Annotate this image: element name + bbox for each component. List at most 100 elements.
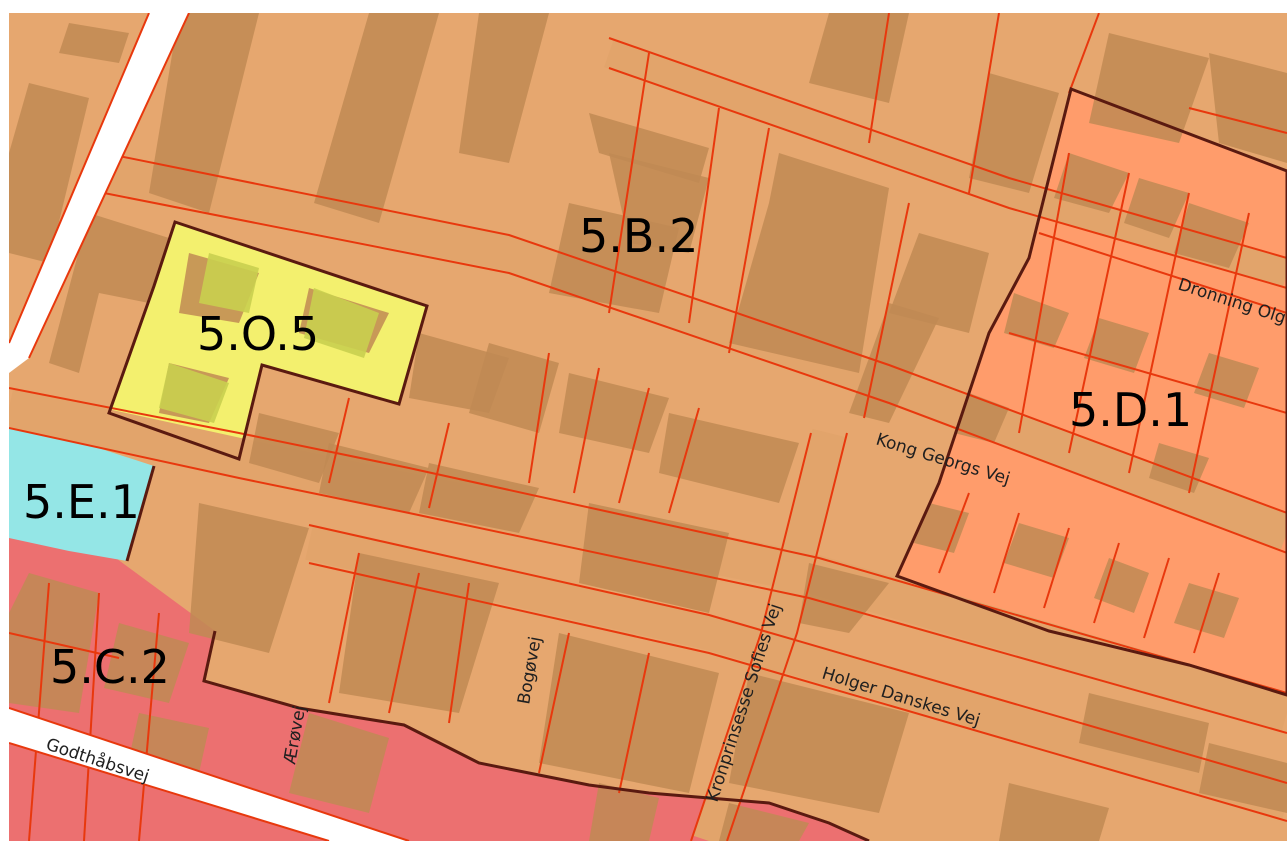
building — [59, 23, 129, 63]
parcel-line — [1068, 172, 1130, 454]
road-edge — [9, 707, 410, 841]
building — [589, 113, 709, 183]
parcel-line — [608, 52, 650, 314]
railway-edge — [28, 13, 190, 359]
zone-5d1-border — [894, 86, 1287, 697]
parcel-line — [9, 632, 120, 659]
parcel-line — [968, 13, 1000, 194]
zone-label-5e1[interactable]: 5.E.1 — [23, 475, 140, 529]
zone-label-5c2[interactable]: 5.C.2 — [50, 640, 170, 694]
building — [9, 83, 89, 263]
building — [304, 288, 379, 358]
parcel-line — [993, 512, 1020, 594]
road-upper — [100, 155, 1287, 550]
building — [459, 13, 549, 163]
railway-strip — [9, 13, 189, 373]
parcel-line — [538, 632, 570, 774]
building — [149, 13, 259, 213]
parcel-line — [308, 524, 1287, 784]
building — [1004, 293, 1069, 348]
parcel-line — [28, 582, 50, 841]
parcel-line — [1008, 332, 1287, 414]
zone-labels: 5.O.5 5.B.2 5.E.1 5.D.1 5.C.2 — [23, 209, 1192, 694]
building — [999, 783, 1109, 841]
parcel-line — [690, 432, 812, 841]
parcel-line — [726, 432, 848, 841]
parcel-lines — [9, 13, 1287, 841]
parcel-line — [1093, 542, 1120, 624]
zone-5o5-buildings — [159, 253, 379, 423]
building — [729, 153, 889, 373]
parcel-line — [388, 572, 420, 714]
building — [609, 153, 709, 253]
parcel-line — [573, 367, 600, 494]
parcel-line — [728, 127, 770, 354]
parcel-line — [938, 492, 970, 574]
parcel-line — [618, 652, 650, 794]
building — [104, 623, 189, 703]
building — [319, 443, 429, 513]
parcel-line — [668, 407, 700, 514]
zone-5o5-border — [107, 220, 429, 461]
building — [729, 673, 909, 813]
building — [799, 563, 889, 633]
zone-5c2-border — [202, 630, 870, 841]
railway-edge — [9, 13, 150, 344]
parcel-line — [1038, 232, 1287, 314]
building — [1089, 33, 1209, 143]
building — [1094, 558, 1149, 613]
zone-label-5o5[interactable]: 5.O.5 — [197, 307, 319, 361]
map-canvas[interactable]: 5.O.5 5.B.2 5.E.1 5.D.1 5.C.2 Dronning O… — [9, 13, 1287, 841]
parcel-line — [9, 427, 1287, 734]
building — [849, 303, 939, 423]
parcel-line — [83, 592, 100, 841]
zone-5e1-area[interactable] — [9, 419, 154, 561]
building — [1079, 693, 1209, 773]
parcel-line — [688, 107, 720, 324]
parcel-line — [1193, 572, 1220, 654]
building — [1199, 743, 1287, 813]
building — [289, 713, 389, 813]
parcel-line — [1188, 212, 1250, 494]
parcel-line — [608, 67, 1287, 289]
parcel-line — [328, 552, 360, 704]
building — [189, 503, 309, 653]
building — [719, 803, 809, 841]
building — [809, 13, 909, 103]
parcel-line — [138, 612, 160, 841]
building — [49, 213, 169, 373]
building — [539, 633, 719, 793]
building — [889, 233, 989, 333]
building — [1054, 153, 1129, 213]
building — [969, 73, 1059, 193]
building — [1209, 53, 1287, 163]
parcel-line — [528, 352, 550, 484]
railway — [9, 13, 190, 373]
parcel-line — [1018, 152, 1070, 434]
building — [1004, 523, 1069, 578]
building — [589, 783, 659, 841]
building — [339, 553, 499, 713]
building — [159, 363, 229, 423]
parcel-line — [1043, 527, 1070, 609]
godthaabsvej-road — [9, 707, 410, 841]
zone-label-5d1[interactable]: 5.D.1 — [1069, 383, 1192, 437]
parcel-line — [308, 562, 1287, 822]
building — [419, 463, 539, 533]
building — [1124, 178, 1189, 238]
building — [659, 413, 799, 503]
parcel-line — [428, 422, 450, 509]
zone-5e1-border — [125, 465, 156, 562]
parcel-line — [103, 192, 1287, 554]
building — [249, 413, 339, 483]
parcel-line — [863, 202, 910, 419]
parcel-line — [1128, 192, 1190, 474]
map-frame[interactable]: 5.O.5 5.B.2 5.E.1 5.D.1 5.C.2 Dronning O… — [9, 13, 1287, 841]
building — [469, 343, 559, 433]
zone-5c2-area[interactable] — [9, 528, 869, 841]
zone-label-5b2[interactable]: 5.B.2 — [579, 209, 698, 263]
parcel-line — [1068, 13, 1100, 94]
parcel-line — [618, 387, 650, 504]
parcel-line — [103, 152, 1287, 514]
parcel-line — [608, 37, 1287, 259]
